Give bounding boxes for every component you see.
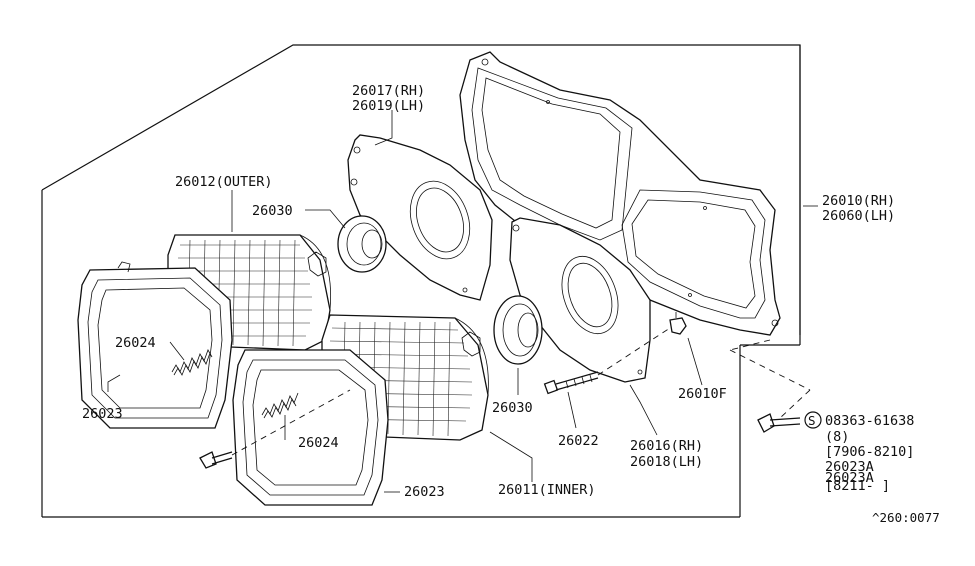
label-26018: 26018(LH)	[630, 454, 703, 470]
spring-26024-left	[171, 349, 213, 376]
retainer-26023-left	[77, 261, 233, 429]
screw-spec-circle	[804, 411, 822, 429]
leader-lines	[107, 110, 818, 493]
label-26023-right: 26023	[404, 484, 445, 500]
bracket-26017	[347, 134, 493, 301]
label-26024-left: 26024	[115, 335, 156, 351]
label-26030-lower: 26030	[492, 400, 533, 416]
label-26010F: 26010F	[678, 386, 727, 402]
label-26019: 26019(LH)	[352, 98, 425, 114]
label-26012: 26012(OUTER)	[175, 174, 273, 190]
label-26030-upper: 26030	[252, 203, 293, 219]
label-26017: 26017(RH)	[352, 83, 425, 99]
ring-26030-upper	[337, 215, 387, 273]
label-26010: 26010(RH)	[822, 193, 895, 209]
dashed-guides	[231, 327, 811, 456]
screw-26022	[543, 371, 599, 395]
label-26016: 26016(RH)	[630, 438, 703, 454]
housing-panel-26010	[459, 51, 781, 336]
retainer-26023-right	[232, 349, 389, 506]
label-26023A-2: 26023A	[825, 470, 874, 486]
label-qty-8: (8)	[825, 429, 849, 445]
label-26023A-1: 26023A	[825, 459, 874, 475]
label-26024-right: 26024	[298, 435, 339, 451]
spring-26024-right	[261, 392, 299, 419]
screw-front	[199, 451, 233, 469]
label-08363: 08363-61638	[825, 413, 914, 429]
label-26060: 26060(LH)	[822, 208, 895, 224]
screw-spec-symbol: S	[808, 413, 816, 428]
label-date-8211: [8211- ]	[825, 478, 890, 494]
diagram-code: ^260:0077	[872, 510, 940, 525]
nut-26010F	[669, 312, 687, 335]
label-26023-left: 26023	[82, 406, 123, 422]
label-date-7906: [7906-8210]	[825, 444, 914, 460]
label-26022: 26022	[558, 433, 599, 449]
screw-08363	[757, 413, 801, 433]
label-26011: 26011(INNER)	[498, 482, 596, 498]
ring-26030-lower	[493, 295, 543, 365]
